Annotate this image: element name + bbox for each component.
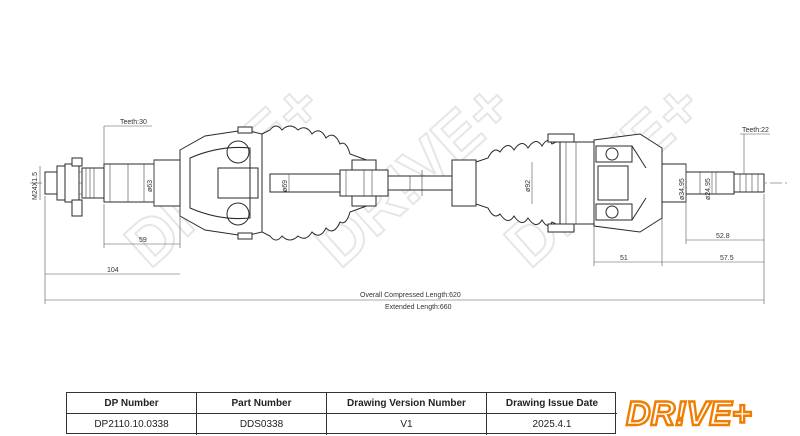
dia-69-label: ø69 bbox=[282, 180, 289, 192]
thread-label: M24X1.5 bbox=[32, 172, 39, 200]
dimension-lines bbox=[39, 125, 770, 304]
dimension-labels: Teeth:30 M24X1.5 ø63 ø69 ø92 ø34,95 ø24,… bbox=[32, 119, 769, 311]
dim-59-label: 59 bbox=[139, 237, 147, 244]
value-issue-date: 2025.4.1 bbox=[532, 419, 572, 430]
technical-drawing: DR!VE+ DR!VE+ DR!VE+ bbox=[30, 68, 790, 311]
dia-34-95-label: ø34,95 bbox=[679, 178, 686, 200]
brand-logo: DR!VE+ bbox=[625, 394, 753, 432]
header-issue-date: Drawing Issue Date bbox=[487, 393, 617, 414]
right-boot bbox=[451, 133, 595, 233]
teeth-left-label: Teeth:30 bbox=[120, 119, 147, 126]
header-drawing-version: Drawing Version Number bbox=[327, 393, 487, 414]
header-part-number: Part Number bbox=[197, 393, 327, 414]
left-stub-shaft bbox=[103, 159, 181, 207]
overall-length-label: Overall Compressed Length:620 bbox=[360, 292, 461, 299]
right-cv-joint bbox=[593, 133, 663, 233]
value-drawing-version: V1 bbox=[327, 414, 487, 435]
header-dp-number: DP Number bbox=[67, 393, 197, 414]
value-dp-number: DP2110.10.0338 bbox=[67, 414, 197, 435]
dim-52-8-label: 52.8 bbox=[716, 233, 730, 240]
title-block: DP Number Part Number Drawing Version Nu… bbox=[66, 392, 617, 435]
teeth-right-label: Teeth:22 bbox=[742, 127, 769, 134]
right-stub-shaft bbox=[661, 163, 765, 203]
value-part-number: DDS0338 bbox=[197, 414, 327, 435]
logo-text: DR!VE+ bbox=[626, 395, 752, 432]
left-cv-joint bbox=[179, 126, 263, 240]
extended-length-label: Extended Length:660 bbox=[385, 304, 452, 311]
dia-92-label: ø92 bbox=[525, 180, 532, 192]
dim-57-5-label: 57.5 bbox=[720, 255, 734, 262]
main-shaft bbox=[269, 169, 453, 197]
left-thread-end bbox=[44, 157, 105, 217]
dim-51-label: 51 bbox=[620, 255, 628, 262]
dim-104-label: 104 bbox=[107, 267, 119, 274]
dia-24-95-label: ø24,95 bbox=[705, 178, 712, 200]
dia-63-label: ø63 bbox=[147, 180, 154, 192]
